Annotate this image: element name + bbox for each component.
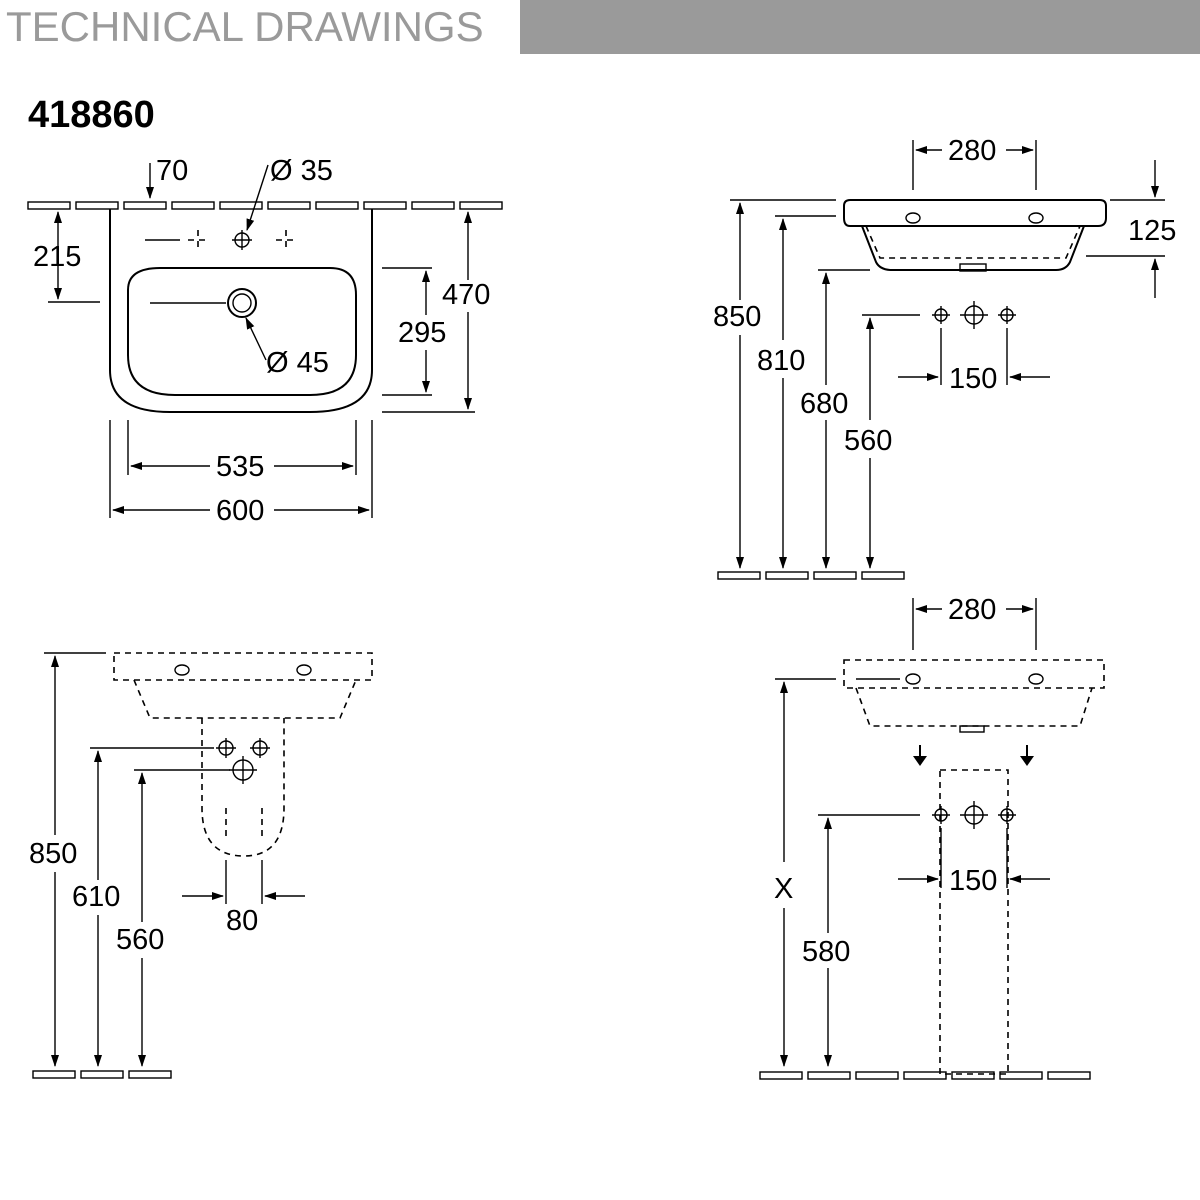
- dim-overall-width: 600: [216, 495, 264, 527]
- waste-pipe-icon: [960, 801, 988, 829]
- dim-supply-height: 580: [802, 936, 850, 968]
- waste-pipe-icon: [229, 756, 257, 784]
- dim-waste-height: 610: [72, 881, 120, 913]
- supply-valve-right-icon: [998, 806, 1016, 824]
- supply-valve-right-icon: [998, 306, 1016, 324]
- dim-bowl-height: 810: [757, 345, 805, 377]
- dim-variable-height: X: [774, 873, 793, 905]
- supply-valve-left-icon: [932, 806, 950, 824]
- waste-pipe-icon: [960, 301, 988, 329]
- dim-rim-height: 125: [1128, 215, 1176, 247]
- supply-valve-right-icon: [250, 738, 270, 758]
- supply-valve-left-icon: [216, 738, 236, 758]
- tap-hole-icon: [232, 230, 252, 250]
- tap-hole-optional-right-icon: [276, 230, 296, 250]
- supply-valve-left-icon: [932, 306, 950, 324]
- page-title: TECHNICAL DRAWINGS: [6, 3, 484, 50]
- arrow-down-left-icon: [913, 745, 927, 766]
- dim-supply-height: 560: [844, 425, 892, 457]
- dim-top-height: 850: [713, 301, 761, 333]
- dim-hole-spacing: 280: [948, 135, 996, 167]
- floor-line: [32, 1070, 172, 1079]
- dim-hole-spacing: 280: [948, 594, 996, 626]
- tap-hole-optional-left-icon: [188, 230, 208, 250]
- dim-supply-spacing: 150: [949, 865, 997, 897]
- dim-supply-spacing: 150: [949, 363, 997, 395]
- dim-tap-offset: 70: [156, 155, 188, 187]
- half-pedestal-side-view: 850 610 560 80: [29, 652, 373, 1079]
- floor-line: [717, 571, 905, 580]
- bowl-outline: [127, 267, 357, 396]
- waste-outlet-icon: [150, 288, 257, 318]
- basin-front-outline: [843, 199, 1107, 227]
- floor-line: [759, 1071, 1091, 1080]
- full-pedestal-front-view: 280: [759, 594, 1105, 1080]
- arrow-down-right-icon: [1020, 745, 1034, 766]
- header-title-box: TECHNICAL DRAWINGS: [0, 0, 520, 54]
- dim-tap-hole: Ø 35: [270, 155, 333, 187]
- dim-bowl-width: 535: [216, 451, 264, 483]
- dim-overall-depth: 470: [442, 279, 490, 311]
- dim-waste-hole: Ø 45: [266, 347, 329, 379]
- model-number: 418860: [28, 94, 155, 136]
- dim-supply-height: 560: [116, 924, 164, 956]
- dim-pedestal-width: 80: [226, 905, 258, 937]
- top-view-drawing: 70 Ø 35 Ø 45 215 295 470: [27, 155, 503, 527]
- basin-outline: [109, 209, 373, 413]
- dim-tap-depth: 215: [33, 241, 81, 273]
- dim-bowl-depth: 295: [398, 317, 446, 349]
- wall-mounted-front-view: 280 125 850 810 680 560: [713, 135, 1176, 580]
- dim-bottom-height: 680: [800, 388, 848, 420]
- top-view-wall: [27, 201, 503, 210]
- dim-top-height: 850: [29, 838, 77, 870]
